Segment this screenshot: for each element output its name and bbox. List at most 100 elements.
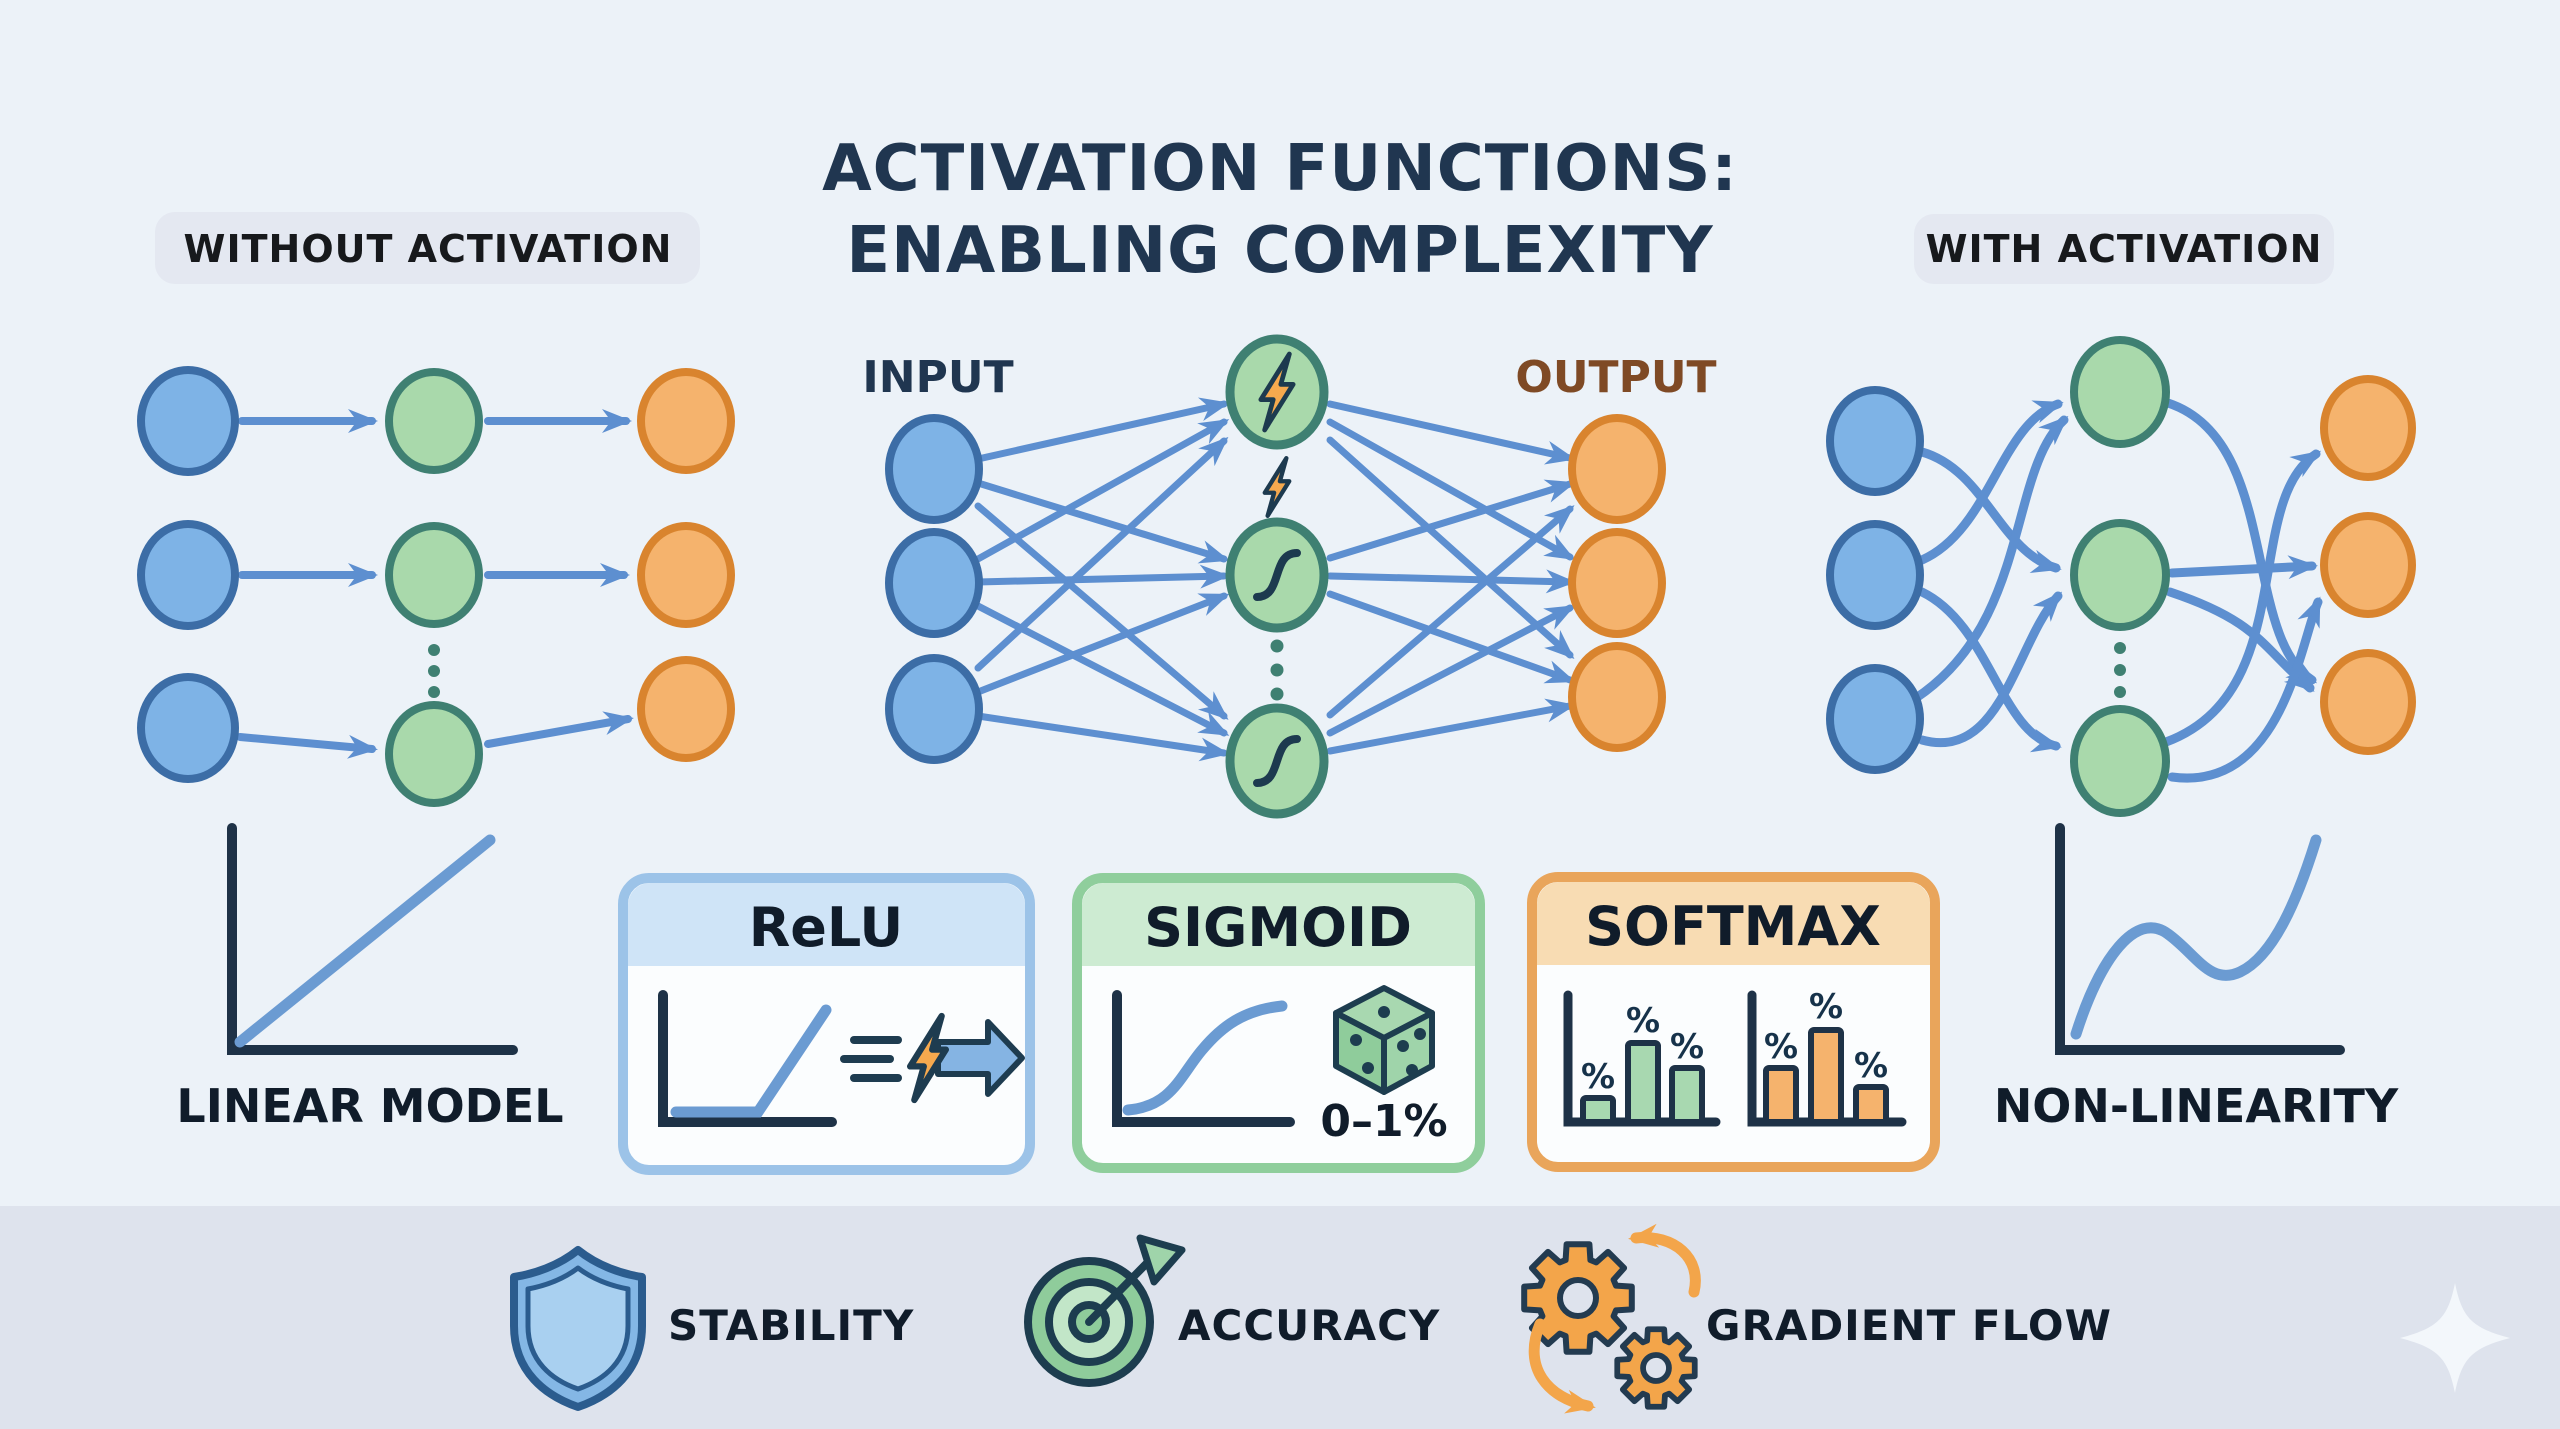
lightning-bolt-icon <box>1262 456 1292 518</box>
linear-model-caption: LINEAR MODEL <box>176 1079 563 1133</box>
linear-network-arrows <box>236 409 634 759</box>
right-arrow-icon <box>935 1019 1025 1097</box>
dice-pips <box>1350 1006 1426 1076</box>
output-node <box>637 368 735 474</box>
hidden-nodes <box>385 368 483 807</box>
input-node <box>885 414 983 524</box>
vertical-ellipsis <box>1270 639 1284 701</box>
cycle-arrow-top <box>1628 1223 1701 1298</box>
output-label: OUTPUT <box>1515 352 1716 403</box>
input-node <box>1826 386 1924 496</box>
card-border <box>1072 873 1485 1173</box>
center-input-nodes <box>885 414 983 764</box>
input-node <box>137 366 239 476</box>
sparkle-icon <box>2400 1283 2510 1393</box>
vertical-ellipsis <box>2114 642 2126 698</box>
percent-label: % <box>1626 1001 1660 1041</box>
sigmoid-card-title: SIGMOID <box>1144 896 1412 959</box>
softmax-card-title: SOFTMAX <box>1585 895 1881 958</box>
relu-plot-icon <box>658 990 837 1127</box>
gear-large <box>1521 1241 1635 1355</box>
page-title: ACTIVATION FUNCTIONS: ENABLING COMPLEXIT… <box>822 132 1738 288</box>
footer-bar <box>0 1206 2560 1429</box>
target-icon <box>1024 1234 1186 1387</box>
input-label: INPUT <box>862 352 1013 403</box>
shield-inner <box>525 1265 631 1392</box>
hidden-node <box>385 701 483 807</box>
dart-fletching <box>1136 1234 1186 1286</box>
sigmoid-curve-icon <box>1253 735 1301 787</box>
output-node <box>1568 528 1666 638</box>
hidden-node <box>2070 519 2170 631</box>
speed-lines <box>840 1036 902 1082</box>
card-border <box>1527 872 1940 1172</box>
hidden-node <box>2070 336 2170 448</box>
percent-label: % <box>1809 987 1843 1027</box>
percent-label: % <box>1854 1046 1888 1086</box>
dart-shaft <box>1085 1258 1152 1326</box>
sigmoid-curve-icon <box>1253 549 1301 601</box>
card-border <box>618 873 1035 1175</box>
non-linearity-plot <box>2055 823 2345 1055</box>
accuracy-badge: ACCURACY <box>1024 1234 1440 1387</box>
output-node <box>2320 512 2416 618</box>
output-node <box>637 522 735 628</box>
linear-line <box>234 834 496 1048</box>
accuracy-label: ACCURACY <box>1178 1301 1440 1350</box>
sigmoid-plot-icon <box>1112 990 1295 1127</box>
cycle-arrow-bottom <box>1528 1318 1596 1414</box>
linear-model-plot <box>227 823 518 1055</box>
with-activation-label: WITH ACTIVATION <box>1926 227 2323 271</box>
green-percent-bar-chart-icon: % % % <box>1563 990 1721 1127</box>
title-line-1: ACTIVATION FUNCTIONS: <box>822 132 1738 206</box>
stability-badge: STABILITY <box>510 1246 914 1411</box>
without-activation-pill: WITHOUT ACTIVATION <box>155 212 700 284</box>
output-node <box>2320 649 2416 755</box>
input-node <box>885 654 983 764</box>
right-input-nodes <box>1826 386 1924 774</box>
pill-background <box>155 212 700 284</box>
center-output-nodes <box>1568 414 1666 752</box>
gears-icon <box>1521 1223 1701 1414</box>
lightning-bolt-icon <box>907 1012 949 1104</box>
input-node <box>1826 520 1924 630</box>
input-node <box>1826 664 1924 774</box>
pill-background <box>1914 214 2334 284</box>
input-node <box>137 520 239 630</box>
plot-axes <box>2055 823 2345 1055</box>
vertical-ellipsis <box>428 644 440 698</box>
cubic-curve <box>2070 834 2322 1040</box>
gradient-flow-badge: GRADIENT FLOW <box>1521 1223 2111 1414</box>
relu-card-title: ReLU <box>749 896 904 959</box>
without-activation-label: WITHOUT ACTIVATION <box>184 227 673 271</box>
hidden-node <box>2070 705 2170 817</box>
hidden-node <box>385 522 483 628</box>
orange-percent-bar-chart-icon: % % % <box>1747 987 1907 1127</box>
gear-small <box>1614 1326 1698 1410</box>
output-node <box>2320 375 2416 481</box>
curved-edges <box>1911 398 2323 783</box>
lightning-bolt-icon <box>1258 351 1296 433</box>
percent-label: % <box>1670 1027 1704 1067</box>
input-nodes <box>137 366 239 783</box>
left-linear-network <box>137 366 735 807</box>
non-linearity-caption: NON-LINEARITY <box>1994 1079 2399 1133</box>
speed-lightning-arrow-icon <box>840 1012 1025 1104</box>
softmax-card: SOFTMAX % % % % % % <box>1527 872 1940 1172</box>
right-nonlinear-network <box>1826 336 2416 817</box>
center-network-edges <box>974 397 1576 762</box>
card-header-bottom <box>1537 924 1930 965</box>
output-node <box>1568 414 1666 524</box>
stability-label: STABILITY <box>668 1301 914 1350</box>
right-output-nodes <box>2320 375 2416 755</box>
sigmoid-range-label: 0–1% <box>1320 1096 1447 1147</box>
title-line-2: ENABLING COMPLEXITY <box>846 214 1713 288</box>
input-node <box>137 673 239 783</box>
shield-icon <box>510 1246 646 1411</box>
plot-axes <box>227 823 518 1055</box>
with-activation-pill: WITH ACTIVATION <box>1914 214 2334 284</box>
right-hidden-nodes <box>2070 336 2170 817</box>
card-header-bottom <box>628 925 1025 966</box>
